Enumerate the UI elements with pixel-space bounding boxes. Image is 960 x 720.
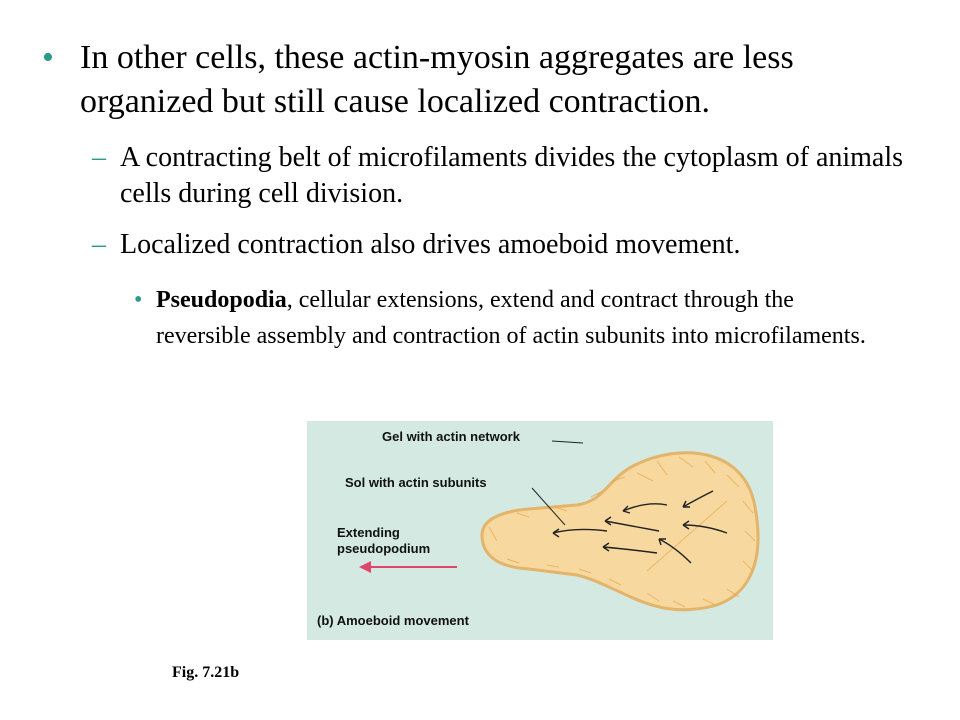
- arrow-head-icon: [359, 561, 371, 573]
- pseudopodia-text: Pseudopodia, cellular extensions, extend…: [156, 282, 894, 354]
- amoeboid-diagram: Gel with actin network Sol with actin su…: [307, 421, 773, 640]
- main-bullet-text: In other cells, these actin-myosin aggre…: [80, 39, 794, 120]
- label-pseudopodium: pseudopodium: [337, 541, 430, 556]
- panel-caption: (b) Amoeboid movement: [317, 613, 470, 628]
- pseudopodia-term: Pseudopodia: [156, 287, 287, 313]
- dash-marker: –: [92, 142, 106, 173]
- sub-bullet-amoeboid: – Localized contraction also drives amoe…: [92, 227, 912, 263]
- sol-leader-line: [531, 487, 566, 526]
- sub-sub-bullet-pseudopodia: • Pseudopodia, cellular extensions, exte…: [134, 282, 894, 354]
- sub-bullet-cell-division: – A contracting belt of microfilaments d…: [92, 140, 912, 212]
- bullet-marker: •: [134, 287, 143, 313]
- label-extending: Extending: [337, 525, 400, 540]
- label-gel: Gel with actin network: [382, 429, 521, 444]
- figure-reference: Fig. 7.21b: [172, 664, 240, 681]
- amoeboid-figure: Gel with actin network Sol with actin su…: [307, 421, 773, 640]
- cytoplasm-flow-arrows: [552, 490, 728, 564]
- main-bullet: • In other cells, these actin-myosin agg…: [42, 36, 922, 124]
- amoeba-cell: [480, 451, 760, 612]
- bullet-marker: •: [42, 39, 54, 76]
- actin-network-icon: [488, 456, 756, 608]
- sub-bullet-text: A contracting belt of microfilaments div…: [120, 142, 904, 209]
- sub-bullet-text: Localized contraction also drives amoebo…: [120, 229, 741, 260]
- dash-marker: –: [92, 229, 106, 260]
- label-sol: Sol with actin subunits: [345, 475, 487, 490]
- gel-leader-line: [551, 440, 584, 444]
- pseudopodia-description: , cellular extensions, extend and contra…: [156, 287, 866, 349]
